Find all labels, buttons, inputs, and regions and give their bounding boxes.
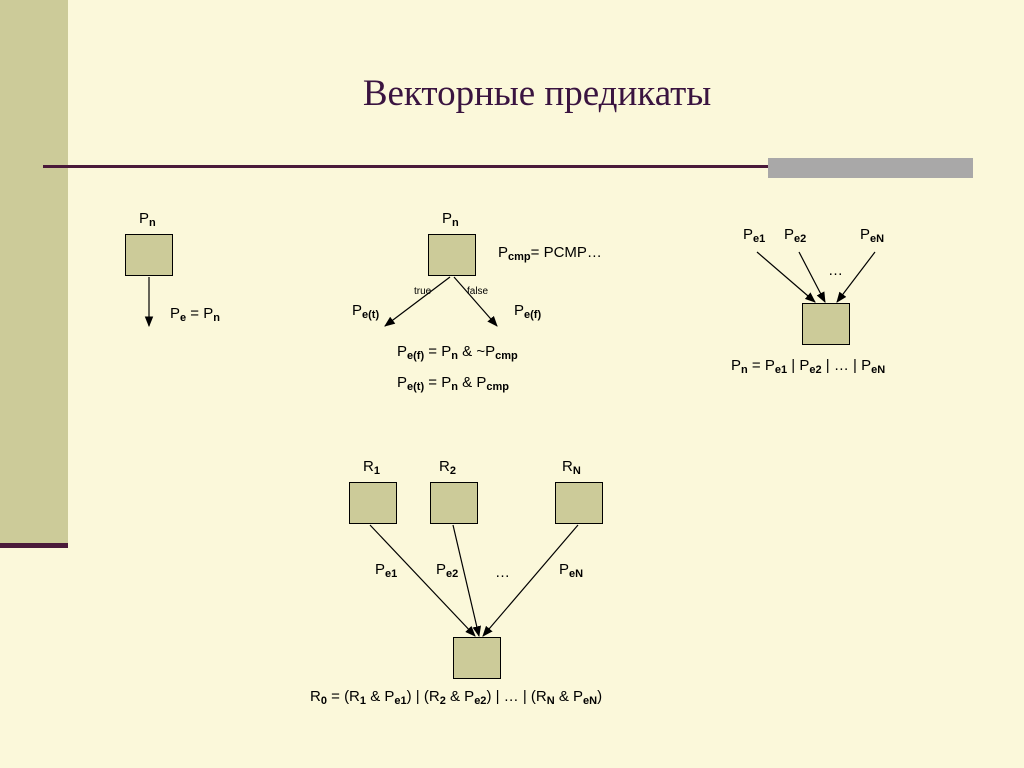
d2-false-label: false <box>467 286 489 297</box>
title-rule-accent <box>768 158 973 178</box>
d2-left-edge-label: Pe(t) <box>352 302 380 321</box>
d2-node-label: Pn <box>442 210 459 229</box>
d2-formula-true: Pe(t) = Pn & Pcmp <box>397 374 509 393</box>
title-rule <box>43 165 973 168</box>
d4-e1-label: Pe1 <box>375 561 398 580</box>
slide-title: Векторные предикаты <box>362 73 712 114</box>
d3-inN-arrow <box>836 251 876 303</box>
d4-eN-arrow <box>482 524 579 637</box>
d2-true-label: true <box>414 286 432 297</box>
d2-cmp-label: Pcmp= PCMP… <box>498 244 602 263</box>
d3-inputN-label: PeN <box>860 226 885 245</box>
d4-e1-arrow <box>369 524 476 637</box>
d2-false-arrow <box>453 276 498 327</box>
d3-in1-arrow <box>756 251 816 303</box>
d1-node-box <box>125 234 173 276</box>
d3-input2-label: Pe2 <box>784 226 807 245</box>
d3-node-box <box>802 303 850 345</box>
d4-result-box <box>453 637 501 679</box>
d2-right-edge-label: Pe(f) <box>514 302 542 321</box>
d2-true-arrow <box>384 276 451 327</box>
d2-node-box <box>428 234 476 276</box>
d4-e2-arrow <box>452 524 481 638</box>
d2-formula-false: Pe(f) = Pn & ~Pcmp <box>397 343 518 362</box>
sidebar-underline <box>0 543 68 548</box>
d4-rN-label: RN <box>562 458 581 477</box>
d1-edge-formula: Pe = Pn <box>170 305 220 324</box>
d3-in2-arrow <box>798 251 826 303</box>
sidebar-decoration <box>0 0 68 545</box>
d4-r2-label: R2 <box>439 458 456 477</box>
d1-node-label: Pn <box>139 210 156 229</box>
d4-e2-label: Pe2 <box>436 561 459 580</box>
d4-rN-box <box>555 482 603 524</box>
d4-r2-box <box>430 482 478 524</box>
d4-ellipsis: … <box>495 564 510 581</box>
d3-formula: Pn = Pe1 | Pe2 | … | PeN <box>731 357 886 376</box>
d3-input1-label: Pe1 <box>743 226 766 245</box>
d3-ellipsis: … <box>828 262 843 279</box>
d4-formula: R0 = (R1 & Pe1) | (R2 & Pe2) | … | (RN &… <box>310 688 603 707</box>
d4-r1-box <box>349 482 397 524</box>
d4-r1-label: R1 <box>363 458 380 477</box>
d4-eN-label: PeN <box>559 561 584 580</box>
